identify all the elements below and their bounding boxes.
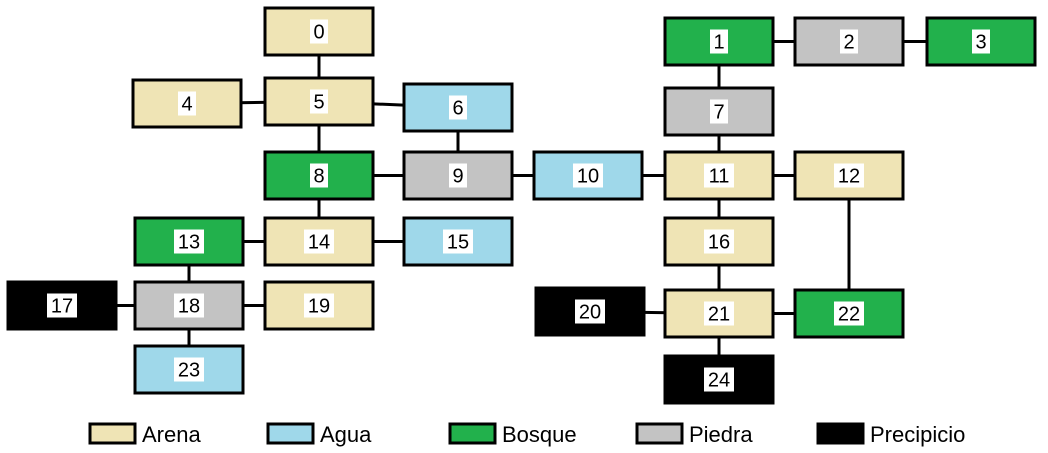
node-18: 18 [133,280,245,331]
node-label-background [443,229,473,254]
node-label-background [449,95,467,120]
node-label-background [704,301,734,326]
legend-label: Bosque [502,422,577,447]
node-label-background [304,293,334,318]
node-5: 5 [263,76,375,127]
node-label-background [834,301,864,326]
node-label: 3 [975,32,986,54]
node-15: 15 [402,216,514,267]
node-label-background [178,91,196,116]
legend-label: Precipicio [870,422,965,447]
node-label: 17 [51,296,73,318]
node-3: 3 [925,16,1037,67]
node-box-agua [133,344,245,395]
node-label-background [47,293,77,318]
legend-swatch [266,422,315,445]
legend-item-precipicio: Precipicio [816,422,965,447]
node-label: 23 [178,360,200,382]
node-9: 9 [402,150,514,201]
node-17: 17 [6,280,118,331]
node-label: 1 [713,32,724,54]
node-label: 8 [313,166,324,188]
node-label: 13 [178,232,200,254]
node-label-background [304,229,334,254]
node-11: 11 [663,150,775,201]
node-14: 14 [263,216,375,267]
legend-item-piedra: Piedra [635,422,753,447]
node-16: 16 [663,216,775,267]
node-label: 15 [447,232,469,254]
node-20: 20 [534,286,646,337]
legend-item-arena: Arena [88,422,201,447]
node-23: 23 [133,344,245,395]
node-label-background [174,357,204,382]
node-label: 18 [178,296,200,318]
node-label: 6 [452,98,463,120]
node-label-background [840,29,858,54]
node-7: 7 [663,86,775,137]
node-8: 8 [263,150,375,201]
node-label-background [710,29,728,54]
node-label: 10 [577,166,599,188]
node-2: 2 [793,16,905,67]
node-label: 4 [181,94,192,116]
node-box-precipicio [6,280,118,331]
legend-label: Agua [320,422,372,447]
node-label-background [310,89,328,114]
legend-label: Arena [142,422,201,447]
legend-swatch [448,422,497,445]
node-21: 21 [663,288,775,339]
node-label: 16 [708,232,730,254]
node-label: 24 [708,370,730,392]
node-13: 13 [133,216,245,267]
node-12: 12 [793,150,905,201]
legend-label: Piedra [689,422,753,447]
node-0: 0 [263,6,375,57]
node-label-background [174,229,204,254]
node-label: 14 [308,232,330,254]
node-label: 9 [452,166,463,188]
node-label: 20 [579,302,601,324]
legend-swatch [635,422,684,445]
legend-item-bosque: Bosque [448,422,577,447]
node-label: 11 [709,166,730,188]
node-label: 22 [838,304,860,326]
node-label-background [704,367,734,392]
node-label-background [174,293,204,318]
node-label-background [972,29,990,54]
node-label: 21 [708,304,730,326]
node-label: 12 [838,166,860,188]
node-label: 7 [713,102,724,124]
node-label: 5 [313,92,324,114]
node-label: 0 [313,22,324,44]
node-6: 6 [402,82,514,133]
legend-swatch [816,422,865,445]
node-4: 4 [131,78,243,129]
node-label-background [449,163,467,188]
node-label: 2 [843,32,854,54]
node-label-background [704,229,734,254]
node-label: 19 [308,296,330,318]
node-label-background [834,163,864,188]
node-10: 10 [532,150,644,201]
node-19: 19 [263,280,375,331]
node-22: 22 [793,288,905,339]
node-label-background [310,163,328,188]
node-label-background [704,163,734,188]
node-label-background [575,299,605,324]
node-label-background [573,163,603,188]
node-24: 24 [663,354,775,405]
node-label-background [310,19,328,44]
node-label-background [710,99,728,124]
legend-swatch [88,422,137,445]
node-1: 1 [663,16,775,67]
legend: Arena Agua Bosque Piedra Precipicio [88,422,965,447]
legend-item-agua: Agua [266,422,372,447]
